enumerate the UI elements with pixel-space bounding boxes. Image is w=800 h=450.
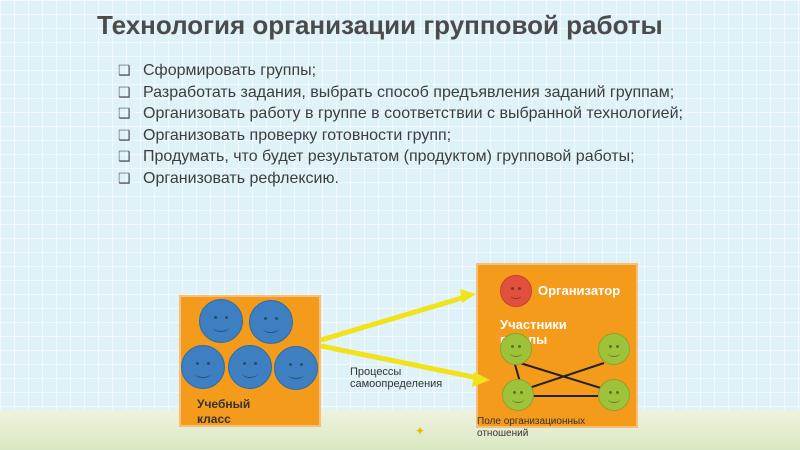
bullet-icon: ❑ bbox=[118, 126, 131, 143]
sparkle-icon: ✦ bbox=[415, 424, 426, 438]
slide-title: Технология организации групповой работы bbox=[97, 10, 663, 40]
bullet-item: ❑ Продумать, что будет результатом (проду… bbox=[118, 146, 718, 168]
arrow-to-group bbox=[320, 343, 479, 381]
grass-strip bbox=[0, 410, 800, 450]
student-face-icon bbox=[199, 299, 243, 343]
bullet-text: Организовать работу в группе в соответст… bbox=[143, 105, 683, 122]
student-face-icon bbox=[249, 300, 293, 344]
class-label: Учебный класс bbox=[197, 397, 251, 426]
bullet-icon: ❑ bbox=[118, 83, 131, 100]
group-box: Организатор Участники группы bbox=[476, 263, 638, 428]
bullet-icon: ❑ bbox=[118, 105, 131, 121]
arrowhead bbox=[460, 289, 476, 303]
bullet-icon: ❑ bbox=[118, 148, 131, 164]
participant-face-icon bbox=[598, 333, 630, 365]
bullet-text: Продумать, что будет результатом (продук… bbox=[143, 148, 635, 165]
bullet-item: ❑ Организовать рефлексию. bbox=[118, 168, 718, 190]
arrowhead bbox=[472, 372, 490, 387]
bullet-text: Сформировать группы; bbox=[143, 62, 317, 79]
participant-face-icon bbox=[598, 379, 630, 411]
bullet-text: Разработать задания, выбрать способ пред… bbox=[143, 83, 675, 101]
bullet-text: Организовать рефлексию. bbox=[143, 169, 339, 187]
organizer-label: Организатор bbox=[538, 283, 621, 298]
student-face-icon bbox=[228, 345, 272, 389]
bullet-list: ❑ Сформировать группы; ❑ Разработать задан… bbox=[118, 60, 718, 189]
student-face-icon bbox=[274, 346, 318, 390]
process-label: Процессы самоопределения bbox=[350, 366, 443, 390]
group-links bbox=[511, 353, 605, 397]
field-label: Поле организационных отношений bbox=[477, 416, 586, 439]
bullet-item: ❑ Разработать задания, выбрать способ пре… bbox=[118, 82, 718, 104]
bullet-text: Организовать проверку готовности групп; bbox=[143, 126, 452, 144]
bullet-item: ❑ Организовать проверку готовности групп; bbox=[118, 125, 718, 147]
student-face-icon bbox=[181, 345, 225, 389]
bullet-item: ❑ Сформировать группы; bbox=[118, 60, 718, 82]
bullet-icon: ❑ bbox=[118, 62, 131, 78]
arrow-to-organizer bbox=[320, 294, 466, 343]
organizer-face-icon bbox=[500, 275, 532, 307]
participant-face-icon bbox=[502, 379, 534, 411]
participant-face-icon bbox=[500, 333, 532, 365]
link-line bbox=[519, 362, 605, 392]
class-box: Учебный класс bbox=[179, 295, 321, 427]
bullet-icon: ❑ bbox=[118, 169, 131, 186]
bullet-item: ❑ Организовать работу в группе в соответс… bbox=[118, 103, 718, 125]
